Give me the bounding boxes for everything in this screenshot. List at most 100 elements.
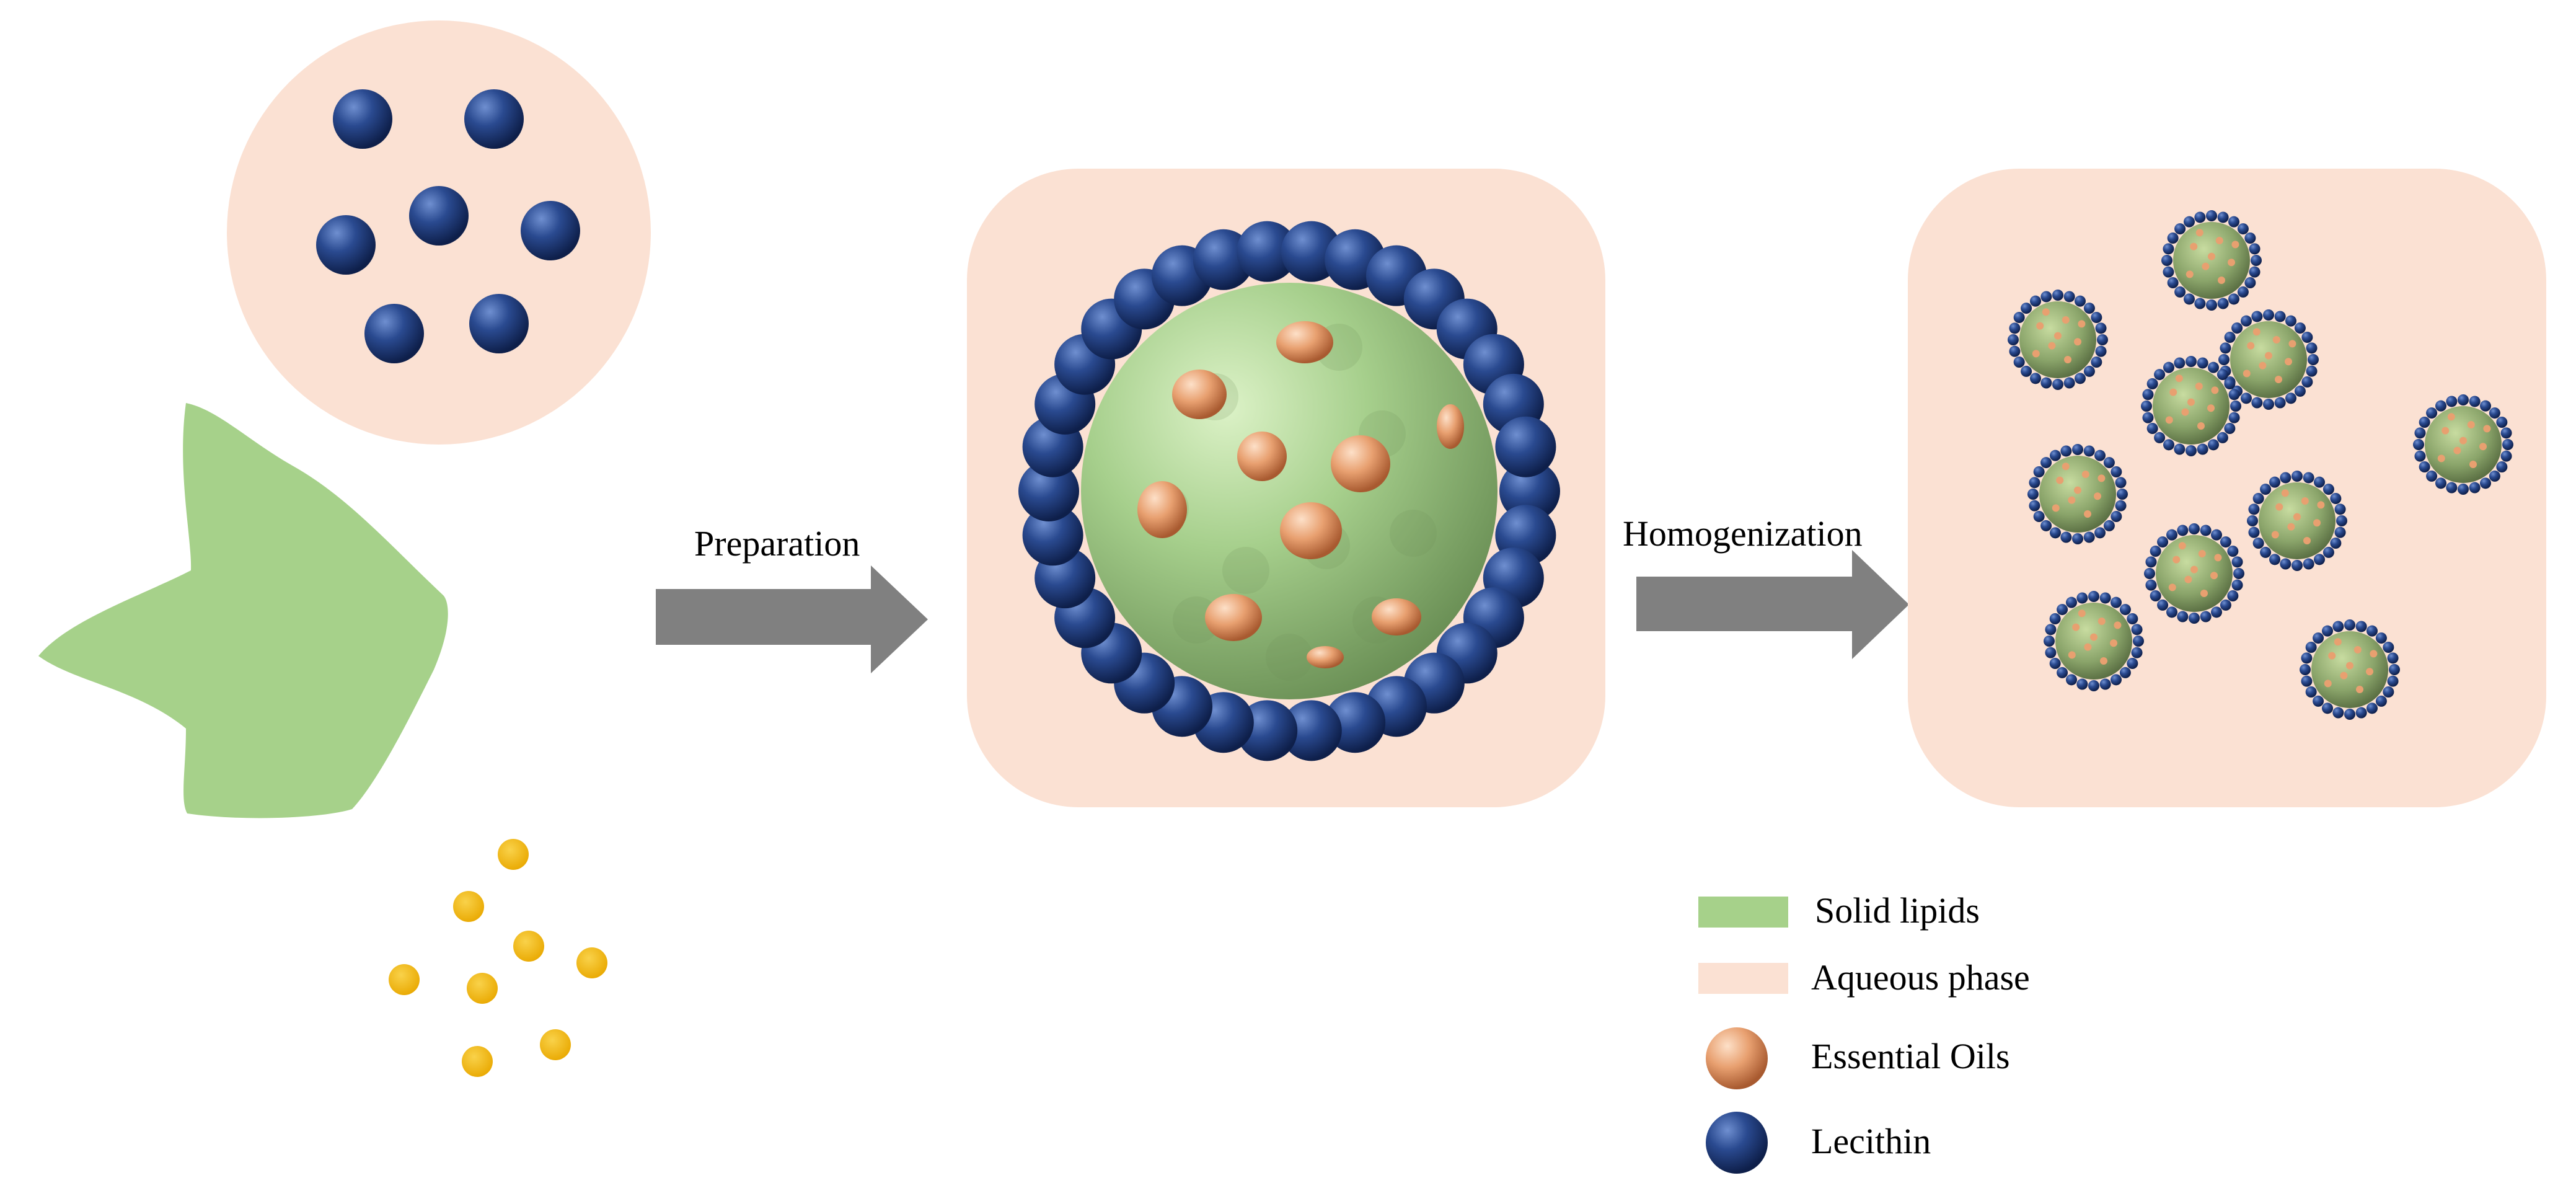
oil-inclusion — [2453, 446, 2461, 454]
lecithin-sphere — [316, 215, 376, 275]
oil-inclusion — [2062, 316, 2070, 324]
lecithin-sphere — [2228, 389, 2240, 401]
lecithin-sphere — [2244, 277, 2256, 288]
lecithin-sphere — [333, 89, 392, 149]
oil-inclusion — [2271, 531, 2279, 539]
lecithin-sphere — [2248, 526, 2260, 538]
lecithin-sphere — [2280, 472, 2291, 484]
lipid-nanoparticle — [2300, 619, 2400, 720]
lecithin-sphere — [2083, 445, 2095, 457]
lecithin-sphere — [521, 201, 580, 260]
oil-inclusion — [2328, 652, 2336, 660]
lecithin-sphere — [2029, 500, 2040, 512]
oil-inclusion — [2265, 352, 2272, 360]
lecithin-sphere — [2040, 457, 2052, 469]
lecithin-sphere — [2115, 477, 2127, 489]
lecithin-shell — [1018, 221, 1560, 761]
lecithin-sphere — [2291, 471, 2303, 482]
oil-inclusion — [2078, 320, 2086, 328]
lipid-nanoparticle — [2008, 290, 2108, 390]
lecithin-sphere — [2166, 606, 2177, 618]
lecithin-sphere — [2419, 461, 2430, 472]
oil-inclusion — [2334, 638, 2342, 646]
lecithin-sphere — [2220, 342, 2231, 354]
oil-inclusion — [1276, 321, 1333, 363]
lecithin-sphere — [2145, 579, 2157, 591]
lecithin-sphere — [1237, 221, 1298, 282]
oil-inclusion — [2081, 471, 2089, 478]
lecithin-sphere — [2088, 680, 2099, 691]
lecithin-sphere — [2301, 332, 2313, 343]
lecithin-sphere — [2480, 477, 2491, 489]
lecithin-sphere — [2174, 223, 2186, 235]
lecithin-sphere — [2021, 365, 2032, 377]
lecithin-sphere — [2166, 529, 2177, 541]
legend-label-lecithin: Lecithin — [1811, 1121, 1931, 1161]
oil-inclusion — [2275, 376, 2282, 383]
lipid-nanoparticle — [2247, 471, 2347, 571]
lecithin-sphere — [2269, 554, 2280, 565]
lecithin-sphere — [2163, 266, 2174, 278]
oil-inclusion — [2288, 340, 2296, 348]
lecithin-sphere — [2220, 536, 2231, 548]
oil-inclusion — [2165, 416, 2173, 424]
oil-inclusion — [2228, 259, 2235, 267]
lecithin-sphere — [2322, 625, 2333, 637]
lecithin-sphere — [2033, 511, 2045, 522]
lecithin-sphere — [2252, 538, 2264, 549]
lecithin-sphere — [2217, 369, 2228, 381]
lecithin-sphere — [2009, 322, 2021, 334]
lecithin-sphere — [2146, 423, 2158, 434]
oil-inclusion — [1172, 370, 1227, 419]
lecithin-sphere — [2133, 636, 2144, 647]
lecithin-sphere — [2040, 377, 2052, 389]
oil-inclusion — [2198, 550, 2206, 557]
lecithin-sphere — [2040, 520, 2052, 531]
lecithin-sphere — [2141, 401, 2152, 412]
lecithin-sphere — [2303, 558, 2314, 570]
oil-inclusion — [2215, 237, 2223, 244]
oil-inclusion — [2313, 519, 2321, 527]
oil-inclusion — [2054, 332, 2062, 340]
lecithin-sphere — [2030, 295, 2041, 307]
lecithin-sphere — [2489, 407, 2500, 419]
lecithin-sphere — [2375, 695, 2387, 707]
lecithin-sphere — [2263, 309, 2274, 321]
lecithin-molecules — [316, 89, 580, 363]
legend-label-solid-lipids: Solid lipids — [1815, 890, 1980, 931]
lecithin-sphere — [2174, 357, 2186, 369]
oil-inclusion — [2184, 575, 2192, 583]
lecithin-sphere — [2500, 450, 2512, 462]
lecithin-sphere — [2211, 606, 2222, 618]
legend-label-essential-oils: Essential Oils — [1811, 1036, 2010, 1076]
lecithin-sphere — [2334, 503, 2346, 515]
oil-inclusion — [2175, 374, 2183, 383]
oil-inclusion — [2200, 590, 2208, 597]
lecithin-sphere — [2355, 707, 2367, 719]
lecithin-sphere — [2469, 396, 2481, 407]
oil-inclusion — [2285, 358, 2292, 366]
oil-inclusion — [2110, 639, 2117, 647]
lecithin-sphere — [2322, 702, 2333, 714]
oil-inclusion — [2068, 496, 2076, 504]
oil-inclusion — [2469, 461, 2477, 468]
lecithin-sphere — [2241, 315, 2252, 327]
lecithin-sphere — [2366, 625, 2378, 637]
lecithin-sphere — [2008, 334, 2019, 345]
lecithin-sphere — [2332, 707, 2344, 719]
lecithin-sphere — [2469, 482, 2481, 494]
lecithin-sphere — [2115, 500, 2127, 512]
lecithin-sphere — [2099, 592, 2111, 604]
lecithin-sphere — [2027, 489, 2039, 500]
oil-inclusion — [2353, 646, 2362, 653]
oil-droplet — [453, 891, 484, 922]
lecithin-sphere — [2194, 211, 2206, 223]
lecithin-sphere — [2119, 667, 2131, 678]
essential-oil-inclusions — [1137, 321, 1464, 668]
oil-inclusion — [2207, 404, 2215, 412]
lecithin-sphere — [2131, 647, 2143, 658]
lecithin-sphere — [2050, 527, 2061, 539]
lecithin-sphere — [2184, 216, 2195, 228]
preparation-label: Preparation — [694, 523, 860, 564]
lecithin-sphere — [2247, 515, 2258, 526]
